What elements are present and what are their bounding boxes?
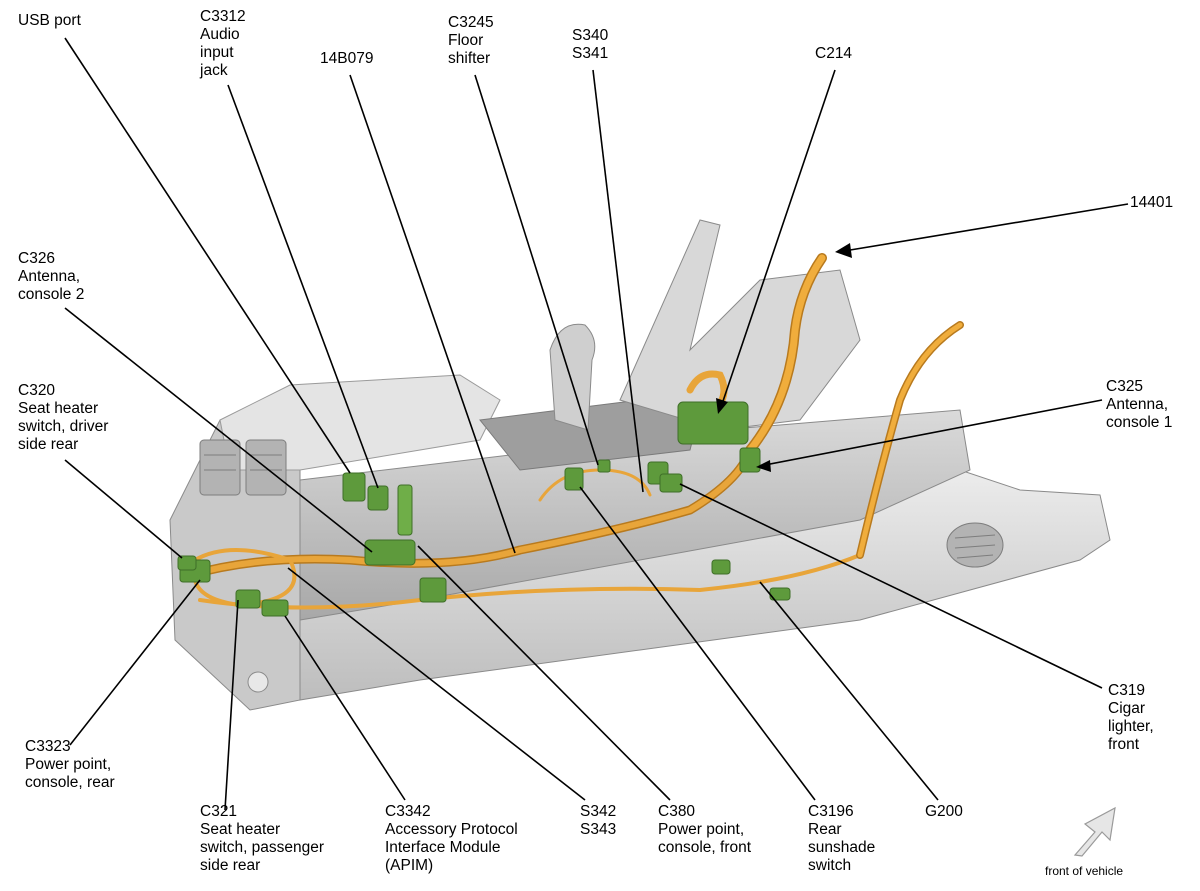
arrowhead-c325 [756, 460, 771, 472]
leader-c3312 [227, 84, 379, 489]
label-s342-s343: S342 S343 [580, 803, 617, 838]
leader-c3323 [69, 579, 201, 746]
label-c319: C319 Cigar lighter, front [1108, 682, 1154, 753]
label-c214: C214 [815, 45, 853, 62]
leader-c214 [719, 69, 836, 411]
connector-c3342 [397, 484, 413, 536]
arrowhead-14401 [835, 243, 852, 258]
label-c3323: C3323 Power point, console, rear [25, 738, 115, 791]
leader-14b079 [349, 74, 516, 554]
leader-c326 [64, 307, 373, 553]
floor-shifter [549, 323, 596, 431]
label-c325: C325 Antenna, console 1 [1106, 378, 1173, 431]
connector-s340 [597, 459, 611, 473]
leader-lines [64, 37, 1129, 811]
leader-c380 [417, 545, 671, 801]
connector-c214 [677, 401, 749, 445]
leader-c321 [224, 599, 239, 811]
center-console [169, 219, 1111, 711]
connector-c325 [739, 447, 761, 473]
label-c3312: C3312 Audio input jack [200, 8, 246, 79]
connector-g200 [711, 559, 731, 575]
label-14401: 14401 [1130, 194, 1174, 211]
label-c3196: C3196 Rear sunshade switch [808, 803, 876, 874]
connector-c380 [564, 467, 584, 491]
leader-usb [64, 37, 351, 474]
connectors [177, 401, 791, 617]
rear-lamp-round [247, 671, 269, 693]
label-c320: C320 Seat heater switch, driver side rea… [18, 382, 109, 453]
leader-arrowheads [716, 243, 852, 472]
connector-c3342-base [364, 539, 416, 566]
connector-usb [342, 472, 366, 502]
label-c380: C380 Power point, console, front [658, 803, 752, 856]
connector-rear-right [261, 599, 289, 617]
leader-c319 [679, 483, 1103, 689]
label-usb-port: USB port [18, 12, 81, 29]
label-c3245: C3245 Floor shifter [448, 14, 494, 67]
connector-mid-lower [419, 577, 447, 603]
leader-14401 [837, 203, 1129, 253]
label-c326: C326 Antenna, console 2 [18, 250, 85, 303]
label-front-of-vehicle: front of vehicle [1045, 864, 1124, 878]
console-front-tower [619, 219, 861, 431]
leader-g200 [759, 581, 939, 801]
front-of-vehicle-arrow-icon [1073, 806, 1116, 857]
console-side-panel [299, 409, 971, 621]
label-14b079: 14B079 [320, 50, 374, 67]
leader-s342 [287, 567, 586, 801]
arrowhead-c214 [716, 398, 728, 414]
leader-c3245 [474, 74, 599, 466]
leader-c3342 [284, 615, 406, 801]
label-c321: C321 Seat heater switch, passenger side … [200, 803, 325, 874]
leader-s340 [592, 69, 644, 493]
connector-c3312 [367, 485, 389, 511]
connector-c320 [177, 555, 197, 571]
leader-c3196 [579, 486, 816, 801]
front-side-vent [946, 522, 1004, 568]
label-s340-s341: S340 S341 [572, 27, 609, 62]
connector-c319 [659, 473, 683, 493]
connector-c321 [235, 589, 261, 609]
harness-rear-loop [193, 548, 297, 608]
leader-c325 [759, 399, 1103, 467]
label-c3342: C3342 Accessory Protocol Interface Modul… [385, 803, 518, 874]
harness-lower-branch [198, 553, 862, 610]
leader-c320 [64, 459, 183, 559]
label-g200: G200 [925, 803, 963, 820]
